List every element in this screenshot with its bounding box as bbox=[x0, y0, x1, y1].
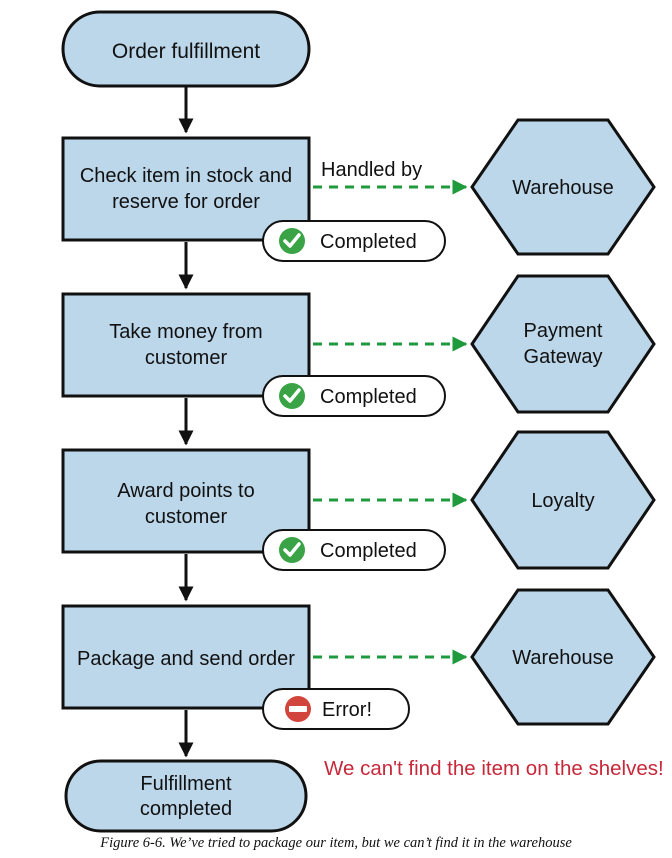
step-3-label-line-2: customer bbox=[145, 506, 228, 528]
status-4-label: Error! bbox=[322, 699, 372, 721]
service-3-label: Loyalty bbox=[531, 490, 594, 512]
service-4-label: Warehouse bbox=[512, 647, 614, 669]
step-4-label: Package and send order bbox=[77, 648, 295, 670]
end-label-line-2: completed bbox=[140, 798, 232, 820]
service-warehouse-1: Warehouse bbox=[470, 118, 656, 256]
process-step-1: Check item in stock and reserve for orde… bbox=[61, 136, 311, 242]
process-step-3: Award points to customer bbox=[61, 448, 311, 554]
end-label-line-1: Fulfillment bbox=[140, 773, 232, 795]
minus-circle-icon bbox=[285, 696, 311, 722]
start-label: Order fulfillment bbox=[112, 40, 260, 63]
step-3-label-line-1: Award points to bbox=[117, 480, 255, 502]
process-step-2: Take money from customer bbox=[61, 292, 311, 398]
process-step-4: Package and send order bbox=[61, 604, 311, 710]
service-warehouse-2: Warehouse bbox=[470, 588, 656, 726]
service-1-label: Warehouse bbox=[512, 177, 614, 199]
service-2-label-line-2: Gateway bbox=[524, 346, 603, 368]
start-terminal: Order fulfillment bbox=[61, 10, 311, 88]
handled-by-label: Handled by bbox=[321, 159, 422, 181]
service-payment-gateway: Payment Gateway bbox=[470, 274, 656, 414]
status-3-label: Completed bbox=[320, 540, 417, 562]
figure-caption: Figure 6-6. We’ve tried to package our i… bbox=[100, 835, 572, 851]
step-2-label-line-2: customer bbox=[145, 347, 228, 369]
status-pill-2: Completed bbox=[262, 375, 446, 417]
service-loyalty: Loyalty bbox=[470, 430, 656, 570]
check-circle-icon bbox=[279, 537, 305, 563]
status-2-label: Completed bbox=[320, 386, 417, 408]
status-pill-4: Error! bbox=[262, 688, 410, 730]
service-2-label-line-1: Payment bbox=[524, 320, 603, 342]
step-1-label-line-1: Check item in stock and bbox=[80, 165, 292, 187]
status-pill-3: Completed bbox=[262, 529, 446, 571]
status-1-label: Completed bbox=[320, 231, 417, 253]
check-circle-icon bbox=[279, 383, 305, 409]
error-message: We can't find the item on the shelves! bbox=[324, 757, 664, 780]
step-1-label-line-2: reserve for order bbox=[112, 191, 260, 213]
end-terminal: Fulfillment completed bbox=[64, 759, 308, 833]
step-2-label-line-1: Take money from bbox=[109, 321, 262, 343]
check-circle-icon bbox=[279, 228, 305, 254]
status-pill-1: Completed bbox=[262, 220, 446, 262]
